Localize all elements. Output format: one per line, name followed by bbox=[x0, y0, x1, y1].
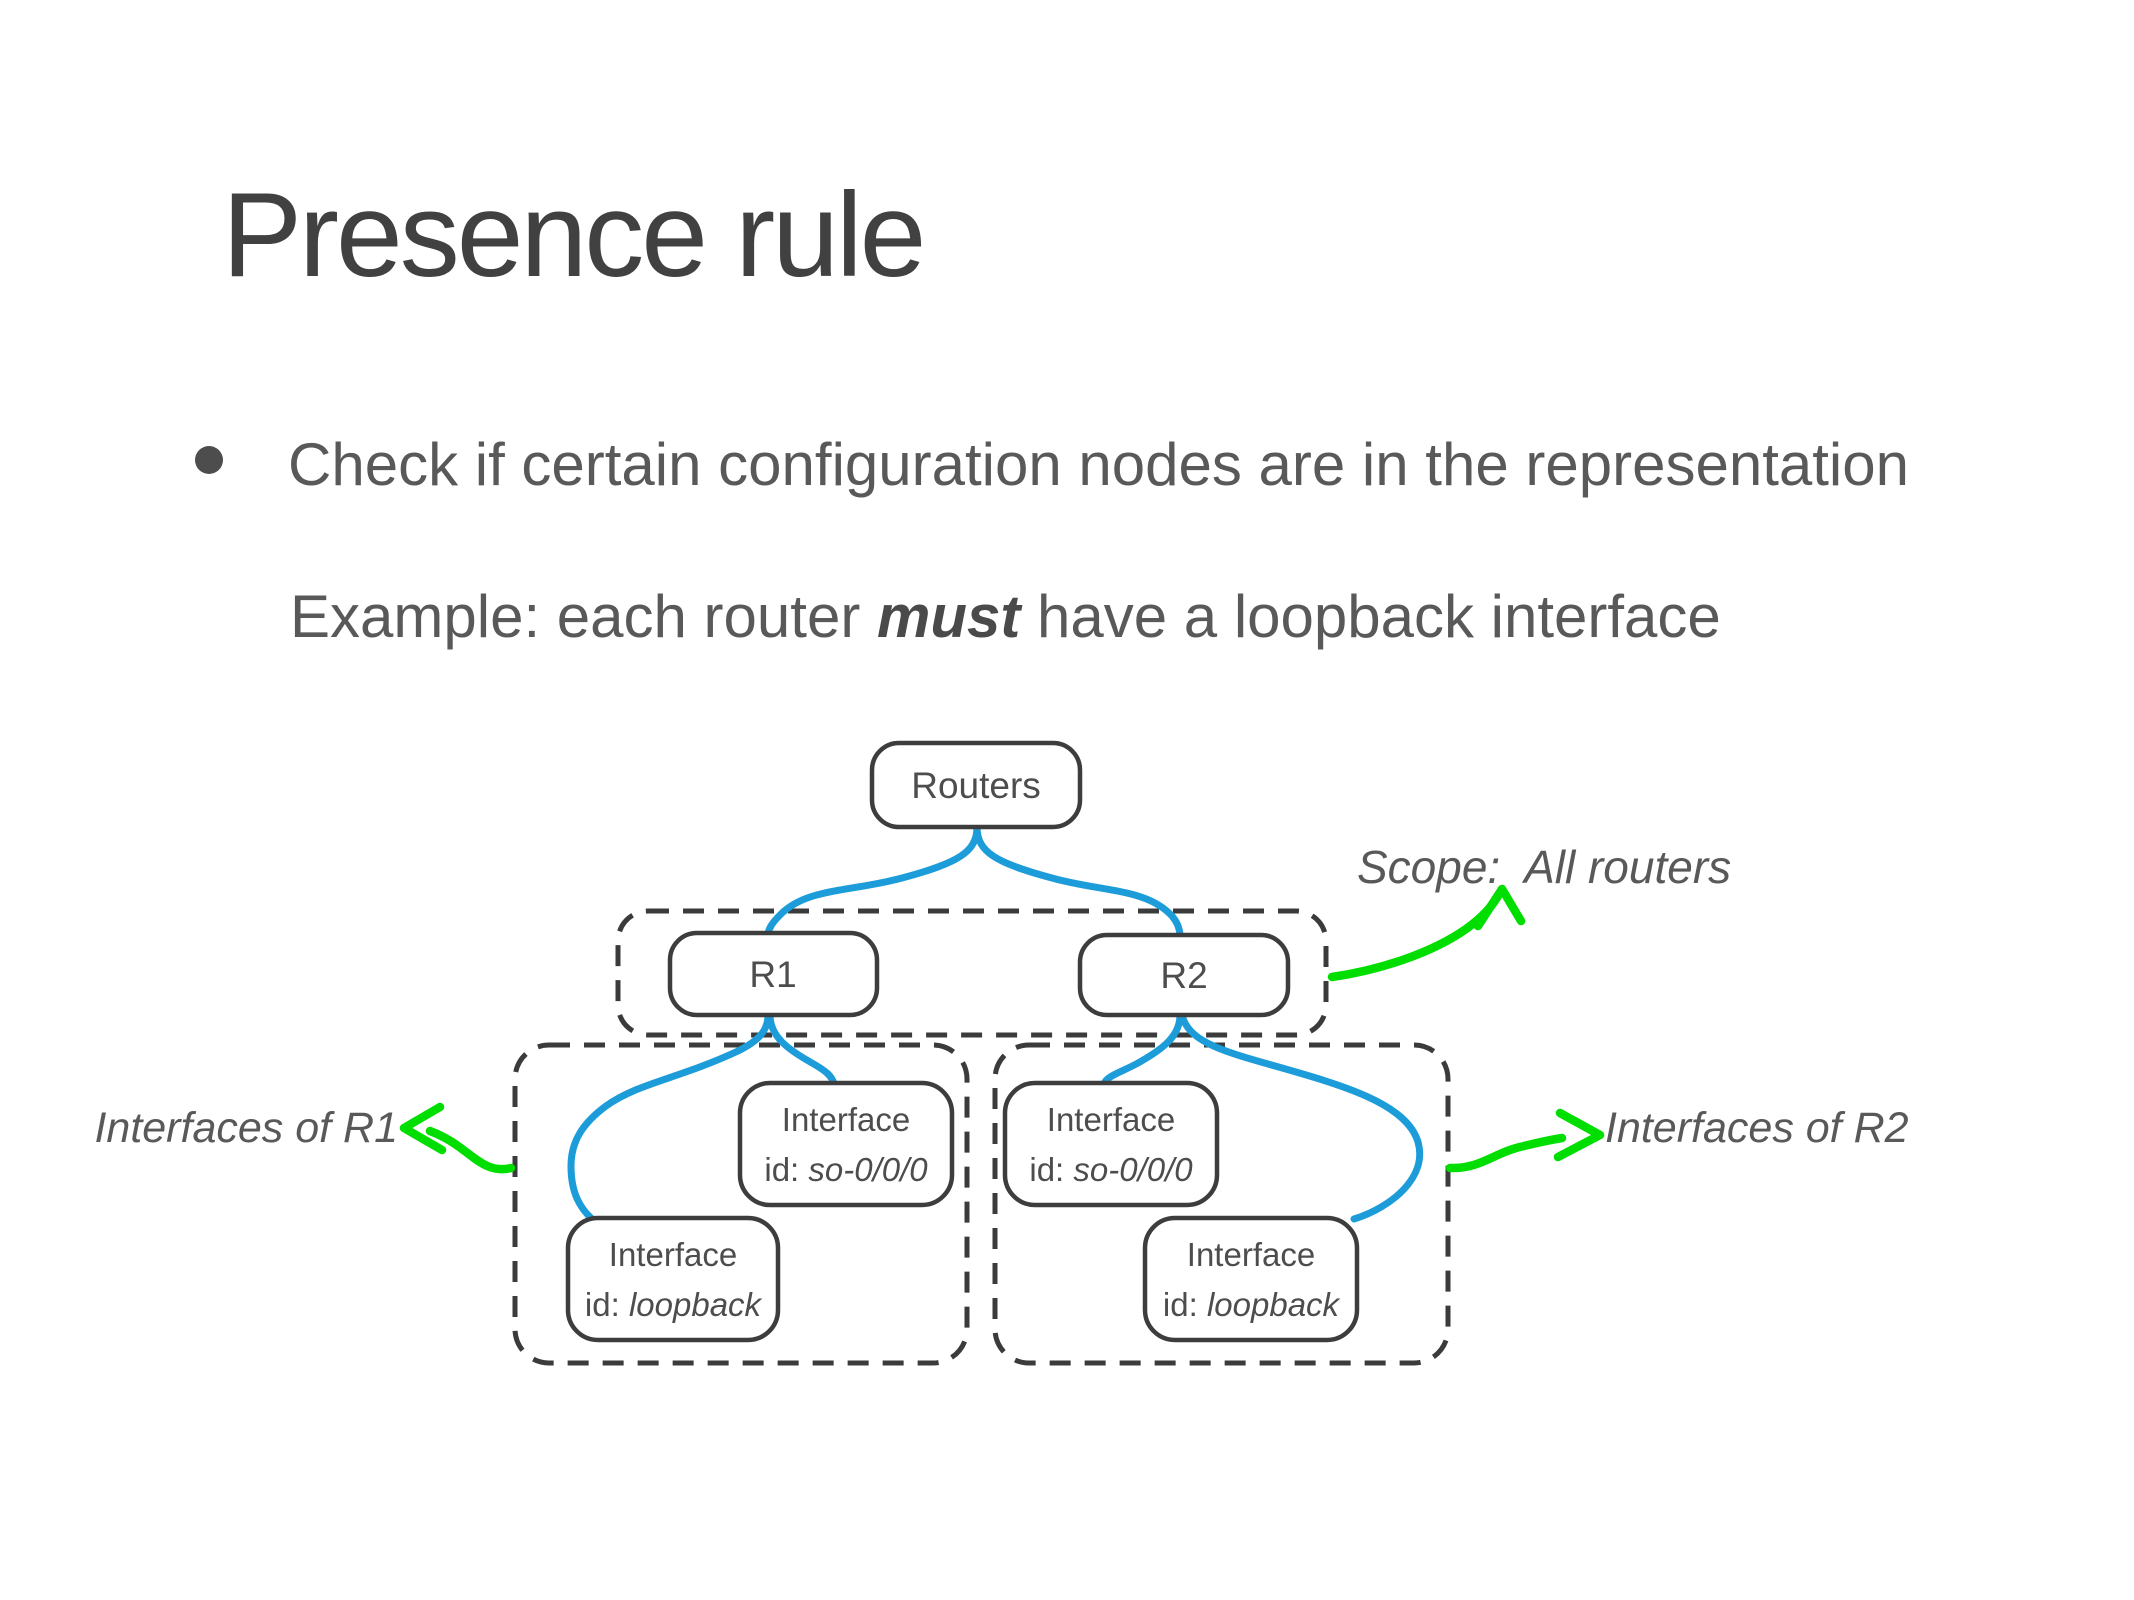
example-prefix: Example: each router bbox=[290, 583, 877, 650]
r1-so-interface-id: id: so-0/0/0 bbox=[764, 1151, 928, 1188]
scope-arrowhead-icon bbox=[1473, 884, 1526, 931]
interfaces-of-r2-label: Interfaces of R2 bbox=[1605, 1104, 1909, 1152]
interfaces-of-r1-label: Interfaces of R1 bbox=[94, 1104, 398, 1152]
id-prefix: id: bbox=[764, 1151, 808, 1188]
scope-arrow-line bbox=[1327, 889, 1504, 982]
r2-loopback-interface-node bbox=[1142, 1215, 1360, 1343]
id-prefix: id: bbox=[1029, 1151, 1073, 1188]
slide-title: Presence rule bbox=[222, 168, 926, 302]
r1-node bbox=[667, 930, 880, 1018]
routers-scope-group-box bbox=[615, 908, 1329, 1038]
interfaces-of-r2-arrowhead-icon bbox=[1553, 1108, 1605, 1162]
r2-node-label: R2 bbox=[1160, 955, 1207, 996]
routers-node-label: Routers bbox=[911, 765, 1041, 806]
r1-loopback-interface-id: id: loopback bbox=[585, 1286, 763, 1323]
routers-node bbox=[869, 740, 1083, 830]
interfaces-of-r2-arrow-line bbox=[1445, 1133, 1567, 1173]
interfaces-of-r2-arrow bbox=[1445, 1108, 1605, 1173]
scope-arrow bbox=[1327, 884, 1526, 982]
r2-so-interface-id: id: so-0/0/0 bbox=[1029, 1151, 1193, 1188]
r1-to-so-interface-connector bbox=[766, 1011, 838, 1088]
id-value: so-0/0/0 bbox=[808, 1151, 928, 1188]
r2-interfaces-group-box bbox=[992, 1042, 1451, 1366]
example-emphasis: must bbox=[876, 583, 1021, 650]
r2-to-loopback-connector bbox=[1178, 1011, 1424, 1223]
r1-interfaces-group-box bbox=[512, 1042, 970, 1366]
routers-to-r2-connector bbox=[973, 823, 1184, 938]
id-value: so-0/0/0 bbox=[1073, 1151, 1193, 1188]
bullet-icon bbox=[195, 446, 223, 474]
interfaces-of-r1-arrowhead-icon bbox=[399, 1102, 447, 1155]
r2-node bbox=[1077, 932, 1291, 1018]
id-value: loopback bbox=[1207, 1286, 1341, 1323]
r1-loopback-interface-title: Interface bbox=[609, 1236, 737, 1273]
example-text: Example: each router must have a loopbac… bbox=[290, 584, 1721, 650]
r1-node-label: R1 bbox=[749, 954, 796, 995]
r1-to-loopback-connector bbox=[567, 1011, 772, 1223]
bullet-text: Check if certain configuration nodes are… bbox=[288, 431, 1909, 498]
r1-loopback-interface-node bbox=[565, 1215, 781, 1343]
routers-to-r1-connector bbox=[764, 823, 981, 938]
r2-so-interface-title: Interface bbox=[1047, 1101, 1175, 1138]
id-prefix: id: bbox=[1163, 1286, 1207, 1323]
r2-loopback-interface-title: Interface bbox=[1187, 1236, 1315, 1273]
r2-loopback-interface-id: id: loopback bbox=[1163, 1286, 1341, 1323]
example-suffix: have a loopback interface bbox=[1020, 583, 1721, 650]
r2-so-interface-node bbox=[1002, 1080, 1220, 1208]
r2-to-so-interface-connector bbox=[1100, 1011, 1184, 1088]
scope-label: Scope: All routers bbox=[1357, 841, 1731, 893]
id-prefix: id: bbox=[585, 1286, 629, 1323]
interfaces-of-r1-arrow-line bbox=[425, 1126, 516, 1174]
r1-so-interface-title: Interface bbox=[782, 1101, 910, 1138]
interfaces-of-r1-arrow bbox=[399, 1102, 516, 1174]
r1-so-interface-node bbox=[737, 1080, 955, 1208]
id-value: loopback bbox=[629, 1286, 763, 1323]
